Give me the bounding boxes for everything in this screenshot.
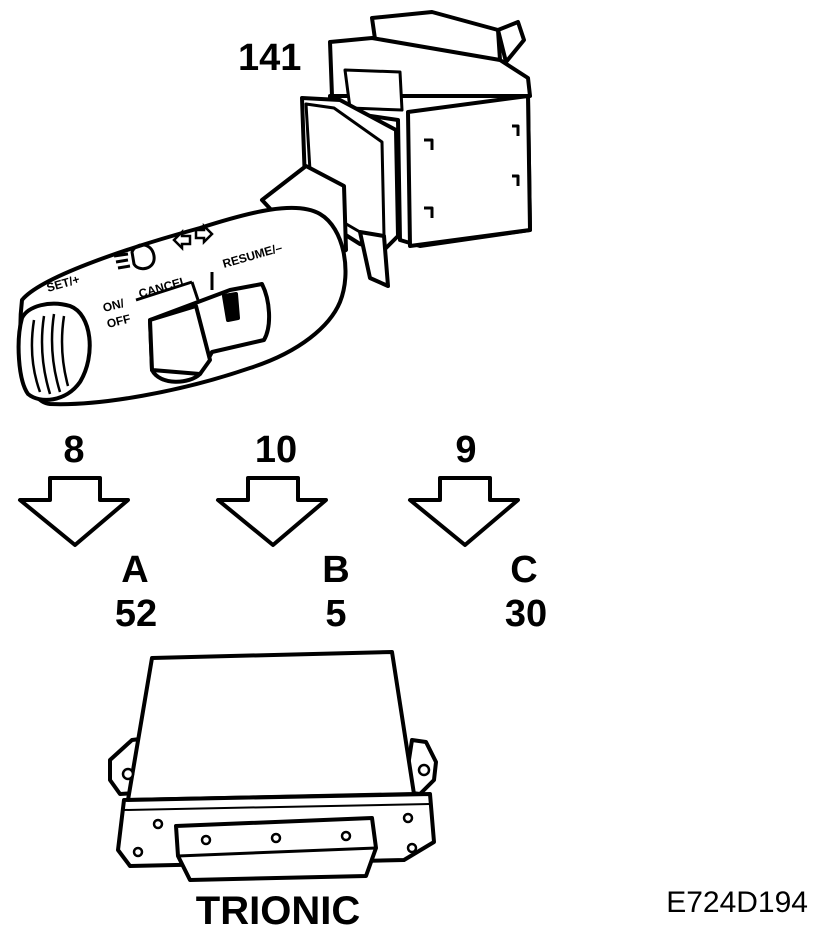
- trionic-ecu: [108, 650, 438, 882]
- ecu-label: TRIONIC: [196, 889, 360, 933]
- down-arrow-icon: [18, 476, 130, 547]
- on-off-marking-line2: OFF: [105, 312, 132, 331]
- connection-3: 9 C 30: [408, 429, 547, 635]
- connection-2: 10 B 5: [216, 429, 350, 635]
- pin-letter: C: [510, 549, 537, 591]
- wire-number: 8: [63, 429, 84, 471]
- wire-number: 10: [255, 429, 297, 471]
- connection-1: 8 A 52: [18, 429, 157, 635]
- switch-connector: [300, 10, 532, 288]
- switch-label: 141: [238, 37, 301, 79]
- pin-number: 52: [115, 593, 157, 635]
- figure-reference: E724D194: [666, 886, 808, 919]
- pin-number: 30: [505, 593, 547, 635]
- turn-signal-arrows-icon: [172, 222, 214, 252]
- wire-number: 9: [455, 429, 476, 471]
- headlamp-icon: [113, 243, 156, 271]
- down-arrow-icon: [216, 476, 328, 547]
- down-arrow-icon: [408, 476, 520, 547]
- pin-number: 5: [325, 593, 346, 635]
- pin-letter: B: [322, 549, 349, 591]
- on-off-marking-line1: ON/: [101, 296, 126, 315]
- pin-letter: A: [121, 549, 148, 591]
